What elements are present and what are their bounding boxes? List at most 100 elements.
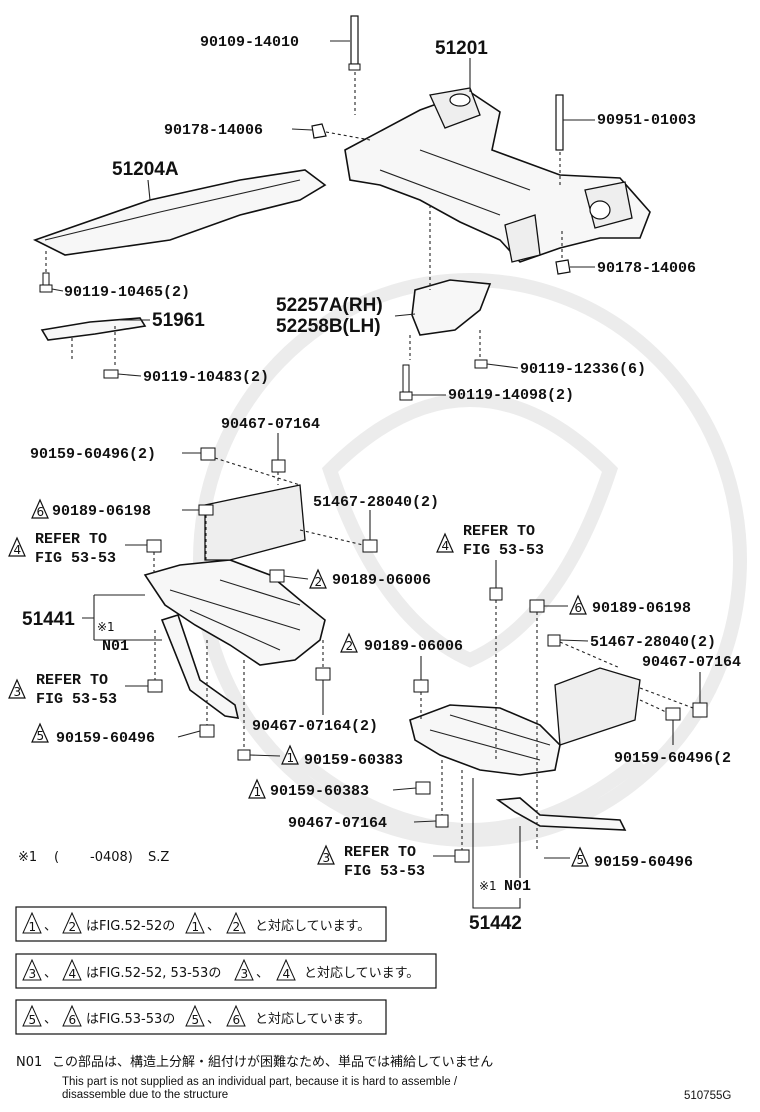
label-refer3-right-2: FIG 53-53 xyxy=(344,863,425,880)
triangle-marker-2: 2 xyxy=(340,632,358,653)
clip-icon[interactable] xyxy=(315,640,331,681)
label-plate: 51204A xyxy=(112,159,179,180)
stud-icon[interactable] xyxy=(555,94,564,185)
nut-icon[interactable] xyxy=(547,634,621,669)
svg-text:と対応しています。: と対応しています。 xyxy=(255,1012,370,1027)
n01-note-code: N01 xyxy=(16,1055,42,1070)
svg-text:5: 5 xyxy=(29,1013,37,1027)
triangle-marker-4: 4 xyxy=(436,532,454,553)
svg-text:4: 4 xyxy=(69,967,77,981)
label-clip-right: 90467-07164 xyxy=(642,654,741,671)
svg-text:2: 2 xyxy=(315,575,323,589)
label-bolt-top: 90159-60496(2) xyxy=(30,446,156,463)
label-clip-bottom-left: 90467-07164(2) xyxy=(252,718,378,735)
svg-text:5: 5 xyxy=(577,853,585,867)
label-tri2-bolt-right: 90189-06006 xyxy=(364,638,463,655)
svg-text:6: 6 xyxy=(69,1013,77,1027)
label-cover-51442: 51442 xyxy=(469,913,522,934)
label-refer4-right-1: REFER TO xyxy=(463,523,535,540)
clip-icon[interactable] xyxy=(639,687,708,718)
label-bracket-small: 51961 xyxy=(152,310,205,331)
bolt-icon[interactable] xyxy=(639,699,681,721)
triangle-marker-5: 5 xyxy=(31,722,49,743)
svg-text:はFIG.53-53の: はFIG.53-53の xyxy=(86,1012,175,1027)
triangle-marker-1: 1 xyxy=(248,778,266,799)
crossmember-51201[interactable] xyxy=(344,87,651,263)
svg-text:、: 、 xyxy=(44,919,57,934)
n01-note-english-1: This part is not supplied as an individu… xyxy=(62,1076,458,1088)
bolt-icon[interactable] xyxy=(399,364,413,401)
footnote-grade: S.Z xyxy=(148,850,169,865)
triangle-marker-6: 6 xyxy=(31,498,49,519)
footnote-code: -0408) xyxy=(90,850,133,865)
svg-text:1: 1 xyxy=(192,920,200,934)
footnote-open-paren: ( xyxy=(54,850,59,865)
bolt-icon[interactable] xyxy=(199,640,215,738)
svg-text:6: 6 xyxy=(233,1013,241,1027)
bolt-icon[interactable] xyxy=(415,781,431,795)
label-nut-28040-right: 51467-28040(2) xyxy=(590,634,716,651)
svg-text:、: 、 xyxy=(44,966,57,981)
clip-icon[interactable] xyxy=(435,760,449,828)
label-plate-bolt: 90119-10465(2) xyxy=(64,284,190,301)
label-stud-top: 90109-14010 xyxy=(200,34,299,51)
svg-text:1: 1 xyxy=(287,751,295,765)
bolt-icon[interactable] xyxy=(200,447,301,486)
clip-icon[interactable] xyxy=(271,459,286,485)
bracket-51961[interactable] xyxy=(40,317,147,368)
svg-text:3: 3 xyxy=(29,967,37,981)
bolt-icon[interactable] xyxy=(103,369,119,379)
svg-text:と対応しています。: と対応しています。 xyxy=(255,919,370,934)
svg-text:、: 、 xyxy=(256,966,269,981)
label-refer3-left-2: FIG 53-53 xyxy=(36,691,117,708)
label-stud-right: 90951-01003 xyxy=(597,112,696,129)
bolt-icon[interactable] xyxy=(147,630,163,693)
label-clip-bottom-right: 90467-07164 xyxy=(288,815,387,832)
label-bolt-12336: 90119-12336(6) xyxy=(520,361,646,378)
svg-text:3: 3 xyxy=(241,967,249,981)
nut-icon[interactable] xyxy=(555,228,571,275)
label-n01-right: N01 xyxy=(504,878,531,895)
bolt-icon[interactable] xyxy=(237,660,251,761)
label-tri5-bolt-left: 90159-60496 xyxy=(56,730,155,747)
triangle-marker-6: 6 xyxy=(569,594,587,615)
label-tri2-bolt-left: 90189-06006 xyxy=(332,572,431,589)
n01-brace-left[interactable] xyxy=(160,614,240,719)
n01-note-japanese: この部品は、構造上分解・組付けが困難なため、単品では補給していません xyxy=(52,1054,493,1070)
legend-row-3: 5 、 6 はFIG.53-53の 5 、 6 と対応しています。 xyxy=(15,999,387,1035)
nut-icon[interactable] xyxy=(311,123,371,141)
nut-icon[interactable] xyxy=(299,529,378,553)
svg-text:2: 2 xyxy=(346,639,354,653)
svg-text:4: 4 xyxy=(14,543,22,557)
svg-text:3: 3 xyxy=(323,851,331,865)
label-bracket-small-bolt: 90119-10483(2) xyxy=(143,369,269,386)
label-refer3-right-1: REFER TO xyxy=(344,844,416,861)
label-refer3-left-1: REFER TO xyxy=(36,672,108,689)
plate-51204A[interactable] xyxy=(32,169,327,256)
bolt-icon[interactable] xyxy=(198,504,214,560)
bolt-icon[interactable] xyxy=(454,770,470,863)
legend-row-2: 3 、 4 はFIG.52-52, 53-53の 3 、 4 と対応しています。 xyxy=(15,953,437,989)
bolt-icon[interactable] xyxy=(529,599,545,850)
engine-under-cover-51441[interactable] xyxy=(143,484,326,666)
stud-icon[interactable] xyxy=(348,15,361,115)
bolt-icon[interactable] xyxy=(489,587,503,760)
bolt-icon[interactable] xyxy=(413,679,429,720)
bolt-icon[interactable] xyxy=(146,539,162,575)
triangle-marker-2: 2 xyxy=(309,568,327,589)
triangle-marker-3: 3 xyxy=(317,844,335,865)
bolt-icon[interactable] xyxy=(269,569,285,583)
label-tri6-bolt-left: 90189-06198 xyxy=(52,503,151,520)
bolt-icon[interactable] xyxy=(39,250,53,293)
toyota-crest-watermark xyxy=(193,273,747,847)
label-bolt-14098: 90119-14098(2) xyxy=(448,387,574,404)
note-mark-left: ※1 xyxy=(97,620,115,634)
svg-text:、: 、 xyxy=(207,919,220,934)
svg-text:、: 、 xyxy=(207,1012,220,1027)
label-refer4-right-2: FIG 53-53 xyxy=(463,542,544,559)
n01-brace-right[interactable] xyxy=(495,797,627,831)
engine-under-cover-51442[interactable] xyxy=(409,667,641,776)
bolt-icon[interactable] xyxy=(474,359,488,369)
bracket-52257A[interactable] xyxy=(409,205,492,360)
svg-text:1: 1 xyxy=(29,920,37,934)
